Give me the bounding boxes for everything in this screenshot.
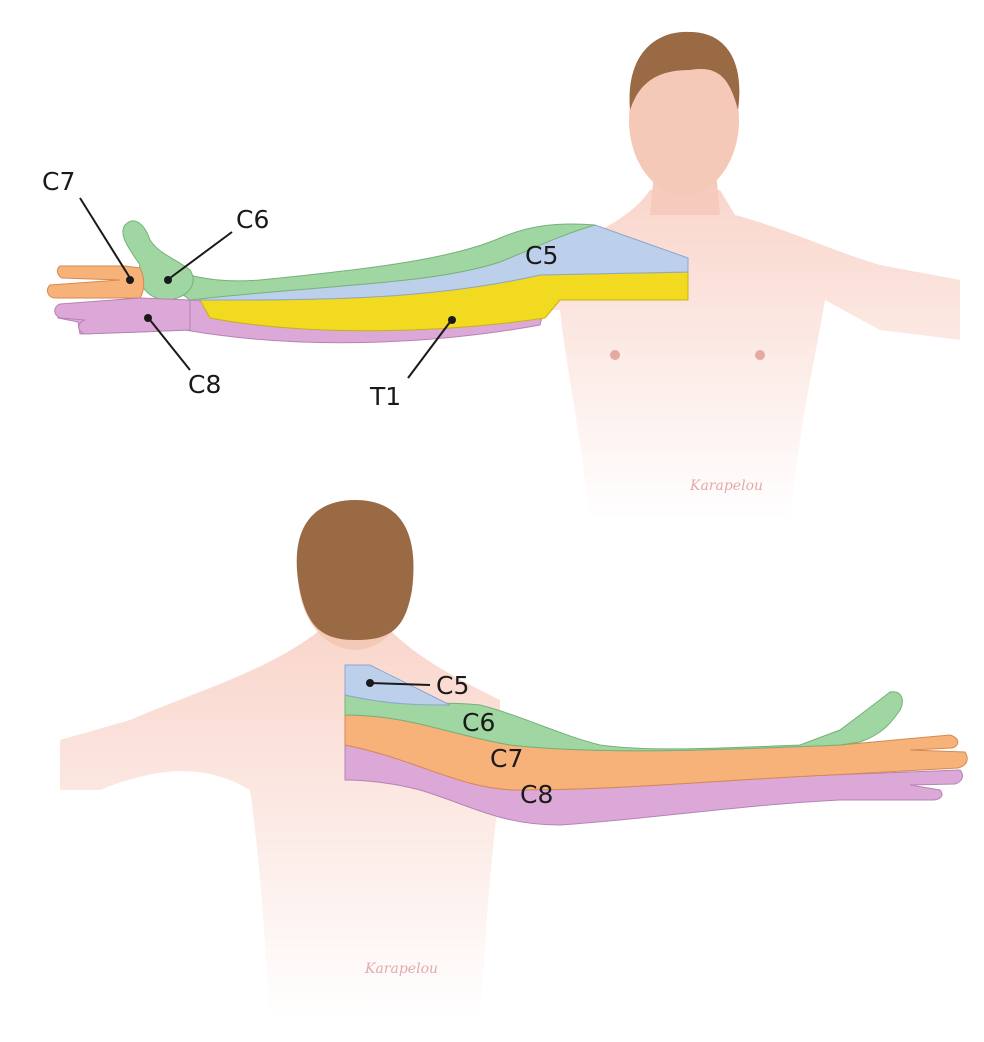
label-c8-anterior: C8 (144, 314, 221, 399)
artist-signature: Karapelou (689, 478, 763, 494)
label-c7-anterior: C7 (42, 167, 134, 284)
anterior-figure: C7 C6 C5 C8 T1 Karapelou (42, 31, 960, 520)
hair-front (629, 31, 740, 110)
label-c8-posterior: C8 (520, 780, 553, 809)
label-c5-anterior: C5 (525, 241, 558, 270)
label-c6-posterior: C6 (462, 708, 495, 737)
nipple-right (755, 350, 765, 360)
artist-signature: Karapelou (364, 961, 438, 977)
head-front (629, 45, 739, 195)
dermatome-c7-fingers (47, 265, 145, 299)
label-text: T1 (369, 382, 401, 411)
label-text: C5 (436, 671, 469, 700)
dermatome-c6-arm (148, 223, 596, 301)
label-text: C6 (236, 205, 269, 234)
dermatome-c5-posterior (344, 664, 451, 706)
dermatome-c8-hand (54, 297, 191, 335)
hair-back (296, 500, 414, 640)
label-text: C8 (188, 370, 221, 399)
label-c6-anterior: C6 (164, 205, 269, 284)
label-c5-posterior: C5 (366, 671, 469, 700)
nipple-left (610, 350, 620, 360)
dermatome-c6-posterior (344, 691, 903, 752)
label-c7-posterior: C7 (490, 744, 523, 773)
label-text: C5 (525, 241, 558, 270)
posterior-figure: C5 C6 C7 C8 Karapelou (60, 500, 968, 1020)
label-t1-anterior: T1 (369, 316, 456, 411)
label-text: C7 (42, 167, 75, 196)
